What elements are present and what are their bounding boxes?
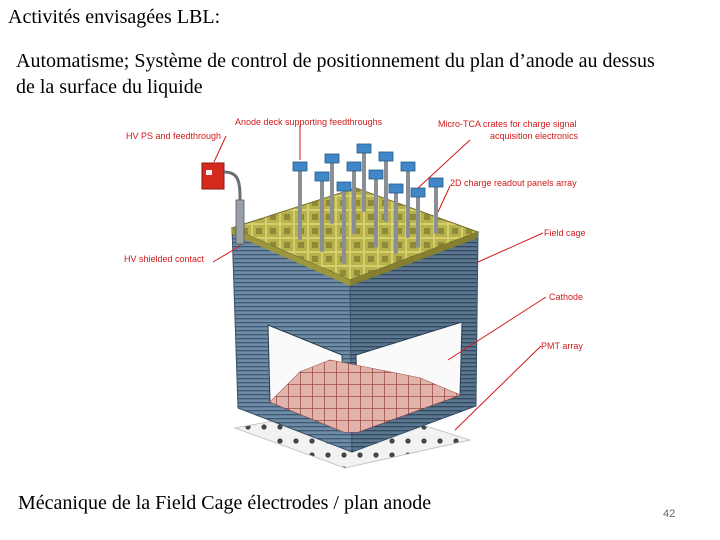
label-field-cage: Field cage	[544, 228, 586, 238]
hv-cable	[223, 170, 242, 246]
label-hv-ps: HV PS and feedthrough	[126, 131, 221, 141]
slide-caption: Mécanique de la Field Cage électrodes / …	[18, 492, 432, 514]
feedthroughs	[292, 143, 444, 264]
label-pmt: PMT array	[541, 341, 583, 351]
page-number: 42	[663, 508, 676, 520]
label-charge-readout: 2D charge readout panels array	[450, 178, 577, 188]
label-hv-contact: HV shielded contact	[124, 254, 205, 264]
label-micro-tca-1: Micro-TCA crates for charge signal	[438, 119, 577, 129]
label-cathode: Cathode	[549, 292, 583, 302]
slide-subtitle: Automatisme; Système de control de posit…	[16, 50, 655, 98]
hv-power-supply	[201, 162, 225, 190]
label-anode-deck: Anode deck supporting feedthroughs	[235, 117, 383, 127]
slide-title: Activités envisagées LBL:	[8, 6, 221, 28]
label-micro-tca-2: acquisition electronics	[490, 131, 579, 141]
